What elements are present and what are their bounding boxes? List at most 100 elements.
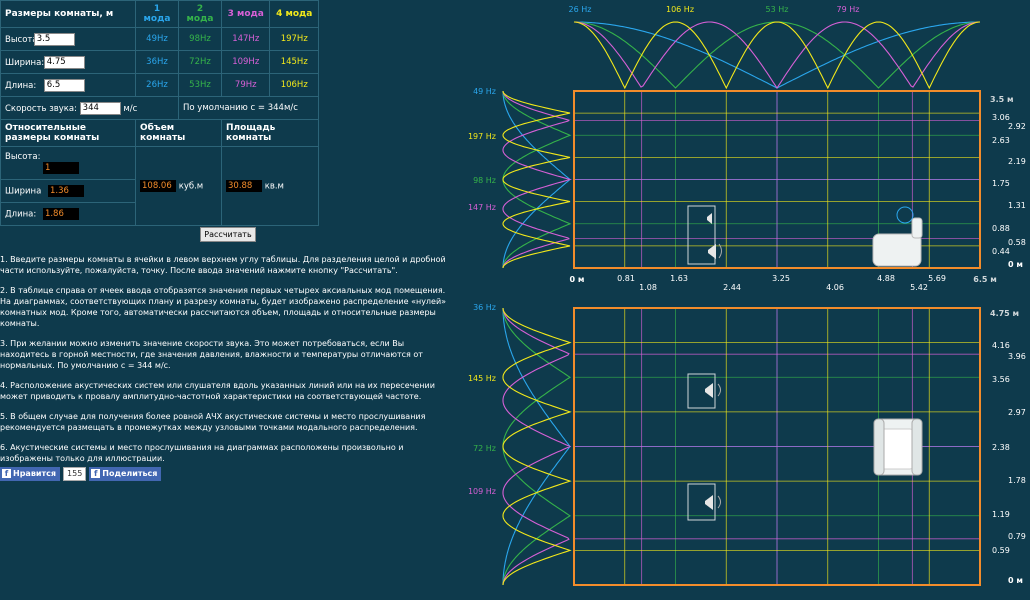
height-tick-label: 2.63 (992, 136, 1010, 145)
top-freq-label: 26 Hz (569, 5, 592, 14)
height-mode-4-wave (502, 90, 571, 269)
length-tick-label: 0 м (570, 275, 585, 284)
width-freq-label: 109 Hz (468, 487, 496, 496)
relative-size-header: Относительные размеры комнаты (0, 119, 136, 147)
height-tick-label: 0.88 (992, 224, 1010, 233)
length-label: Длина: (5, 80, 37, 91)
sound-speed-unit: м/с (123, 103, 138, 114)
room-modes-table: Размеры комнаты, м 1 мода 2 мода 3 мода … (0, 0, 319, 226)
facebook-icon: f (91, 469, 101, 478)
width-label: Ширина: (5, 57, 45, 68)
height-input[interactable] (33, 32, 75, 46)
width-mode-1-wave (502, 308, 571, 585)
instruction-3: 3. При желании можно изменить значение с… (0, 339, 423, 370)
height-tick-label: 2.19 (1008, 157, 1026, 166)
length-mode-2: 53Hz (178, 73, 222, 97)
length-tick-label: 3.25 (772, 274, 790, 283)
width-tick-label: 0.59 (992, 546, 1010, 555)
width-tick-label: 3.96 (1008, 352, 1026, 361)
mode-3-header: 3 мода (220, 0, 271, 28)
width-tick-label: 0.79 (1008, 532, 1026, 541)
sound-speed-label: Скорость звука: (5, 103, 77, 114)
relative-length-value: 1.86 (42, 208, 79, 220)
instructions: 1. Введите размеры комнаты в ячейки в ле… (0, 254, 455, 473)
height-tick-label: 2.92 (1008, 122, 1026, 131)
calculator-panel: Размеры комнаты, м 1 мода 2 мода 3 мода … (0, 0, 455, 600)
width-freq-label: 36 Hz (473, 303, 496, 312)
like-label: Нравится (13, 469, 57, 478)
height-mode-1: 49Hz (135, 27, 179, 51)
share-label: Поделиться (102, 469, 158, 478)
width-tick-label: 1.78 (1008, 476, 1026, 485)
width-mode-2-wave (502, 308, 572, 585)
width-mode-2: 72Hz (178, 50, 222, 74)
width-mode-4-wave (502, 307, 572, 586)
width-max-label: 4.75 м (990, 309, 1019, 318)
room-size-header: Размеры комнаты, м (0, 0, 136, 28)
width-input[interactable] (43, 55, 85, 69)
height-mode-2-wave (502, 91, 572, 268)
length-tick-label: 4.06 (826, 283, 844, 292)
mode-2-header: 2 мода (178, 0, 222, 28)
length-mode-1: 26Hz (135, 73, 179, 97)
width-mode-4: 145Hz (269, 50, 319, 74)
width-tick-label: 0 м (1008, 576, 1023, 585)
height-mode-2: 98Hz (178, 27, 222, 51)
calculate-button[interactable]: Рассчитать (200, 227, 256, 242)
relative-width-label: Ширина (5, 186, 42, 197)
width-mode-1: 36Hz (135, 50, 179, 74)
length-max-label: 6.5 м (973, 275, 997, 284)
width-mode-3-wave (502, 307, 572, 586)
width-freq-label: 72 Hz (473, 444, 496, 453)
volume-value: 108.06 (140, 180, 176, 192)
mode-4-header: 4 мода (269, 0, 319, 28)
length-tick-label: 4.88 (877, 274, 895, 283)
length-tick-label: 5.69 (928, 274, 946, 283)
node-lines (574, 91, 980, 585)
height-mode-waves (502, 90, 573, 269)
height-tick-label: 0.44 (992, 247, 1010, 256)
instruction-1: 1. Введите размеры комнаты в ячейки в ле… (0, 255, 446, 275)
height-max-label: 3.5 м (990, 95, 1014, 104)
speaker-icon (687, 483, 721, 521)
width-tick-label: 2.97 (1008, 408, 1026, 417)
height-freq-label: 197 Hz (468, 132, 496, 141)
length-tick-label: 1.63 (670, 274, 688, 283)
height-mode-3-wave (502, 90, 573, 269)
mode-2-length-wave (574, 21, 980, 89)
mode-1-length-wave (574, 21, 980, 89)
mode-1-header: 1 мода (135, 0, 179, 28)
armchair-icon (872, 206, 923, 267)
height-label: Высота: (5, 34, 41, 45)
length-mode-4: 106Hz (269, 73, 319, 97)
top-freq-label: 53 Hz (766, 5, 789, 14)
length-tick-label: 5.42 (910, 283, 928, 292)
speaker-icon (687, 373, 721, 409)
volume-header: Объем комнаты (135, 119, 222, 147)
relative-sizes-cell: Высота:1 Ширина 1.36 Длина: 1.86 (0, 146, 136, 226)
relative-width-value: 1.36 (48, 185, 85, 197)
relative-length-label: Длина: (5, 209, 37, 220)
default-speed-note: По умолчанию с = 344м/с (178, 96, 319, 120)
length-input[interactable] (43, 78, 85, 92)
length-tick-label: 2.44 (723, 283, 741, 292)
width-freq-label: 145 Hz (468, 374, 496, 383)
relative-height-label: Высота: (5, 152, 41, 162)
height-mode-3: 147Hz (220, 27, 271, 51)
instruction-4: 4. Расположение акустических систем или … (0, 381, 435, 401)
instruction-2: 2. В таблице справа от ячеек ввода отобр… (0, 286, 447, 328)
height-tick-label: 0.58 (1008, 238, 1026, 247)
width-tick-label: 1.19 (992, 510, 1010, 519)
sound-speed-input[interactable] (79, 101, 121, 115)
plan-room-outline (573, 307, 981, 586)
top-freq-label: 106 Hz (666, 5, 694, 14)
area-value: 30.88 (226, 180, 262, 192)
mode-3-length-wave (573, 21, 981, 90)
top-freq-label: 79 Hz (837, 5, 860, 14)
width-tick-label: 2.38 (992, 443, 1010, 452)
relative-height-value: 1 (43, 162, 79, 174)
length-mode-3: 79Hz (220, 73, 271, 97)
